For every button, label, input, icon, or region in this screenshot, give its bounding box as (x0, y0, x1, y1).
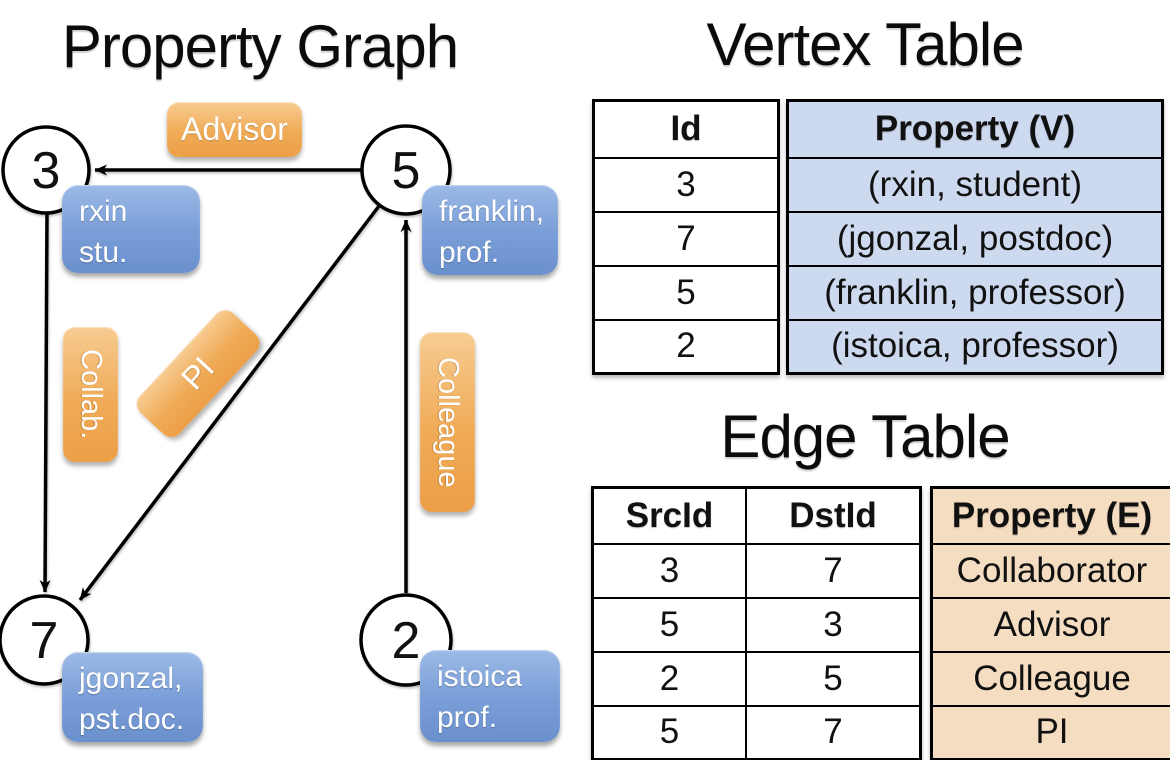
node-id-5: 5 (392, 142, 421, 200)
edge-row-srcid: 3 (591, 542, 747, 599)
vertex-row-id: 2 (592, 318, 780, 375)
vertex-row-property: (rxin, student) (786, 156, 1164, 213)
edge-col-header-dstid: DstId (745, 486, 922, 545)
vertex-label-line: prof. (439, 236, 500, 269)
edge-badge-colleague: Colleague (420, 332, 475, 512)
edge-badge-advisor: Advisor (167, 102, 302, 157)
vertex-label-rxin: rxin stu. (62, 185, 200, 273)
edge-row-srcid: 5 (591, 596, 747, 653)
edge-line-collab-3-to-7 (39, 211, 51, 593)
vertex-label-line: stu. (79, 236, 128, 269)
vertex-row-id: 5 (592, 264, 780, 321)
edge-row-dstid: 7 (745, 542, 922, 599)
vertex-table: Id 3 7 5 2 Property (V) (rxin, student) … (592, 99, 1164, 375)
vertex-id-column: Id 3 7 5 2 (592, 99, 780, 375)
edge-row-dstid: 7 (745, 704, 922, 760)
edge-col-header-property: Property (E) (930, 486, 1170, 545)
edge-row-property: PI (930, 704, 1170, 760)
vertex-label-line: franklin, (439, 195, 545, 228)
vertex-row-id: 7 (592, 210, 780, 267)
vertex-row-id: 3 (592, 156, 780, 213)
node-id-3: 3 (32, 142, 61, 200)
edge-badge-collab: Collab. (63, 327, 118, 462)
edge-row-dstid: 5 (745, 650, 922, 707)
edge-property-column: Property (E) Collaborator Advisor Collea… (930, 486, 1170, 760)
vertex-property-column: Property (V) (rxin, student) (jgonzal, p… (786, 99, 1164, 375)
vertex-label-line: prof. (437, 701, 498, 734)
edge-row-property: Advisor (930, 596, 1170, 653)
edge-col-header-srcid: SrcId (591, 486, 747, 545)
edge-row-property: Collaborator (930, 542, 1170, 599)
edge-id-columns: SrcId DstId 3 7 5 3 2 5 5 7 (591, 486, 922, 760)
edge-table: SrcId DstId 3 7 5 3 2 5 5 7 Property (E) (591, 486, 1170, 760)
vertex-label-line: istoica (437, 660, 523, 693)
node-id-2: 2 (392, 612, 421, 670)
edge-row-property: Colleague (930, 650, 1170, 707)
vertex-label-line: jgonzal, (79, 662, 183, 695)
vertex-col-header-property: Property (V) (786, 99, 1164, 159)
vertex-label-franklin: franklin, prof. (422, 185, 558, 275)
edge-row-srcid: 2 (591, 650, 747, 707)
vertex-row-property: (franklin, professor) (786, 264, 1164, 321)
vertex-row-property: (istoica, professor) (786, 318, 1164, 375)
vertex-label-istoica: istoica prof. (420, 650, 560, 742)
vertex-label-line: pst.doc. (79, 703, 185, 736)
edge-row-srcid: 5 (591, 704, 747, 760)
node-id-7: 7 (30, 612, 59, 670)
edge-line-pi-5-to-7 (78, 204, 381, 602)
vertex-col-header-id: Id (592, 99, 780, 159)
vertex-label-jgonzal: jgonzal, pst.doc. (62, 652, 203, 742)
vertex-label-line: rxin (79, 195, 128, 228)
graph-canvas: 3 5 7 2 (0, 124, 453, 687)
vertex-row-property: (jgonzal, postdoc) (786, 210, 1164, 267)
vertex-table-title: Vertex Table (706, 11, 1024, 78)
property-graph-title: Property Graph (61, 13, 459, 80)
edge-row-dstid: 3 (745, 596, 922, 653)
edge-table-title: Edge Table (720, 403, 1010, 470)
